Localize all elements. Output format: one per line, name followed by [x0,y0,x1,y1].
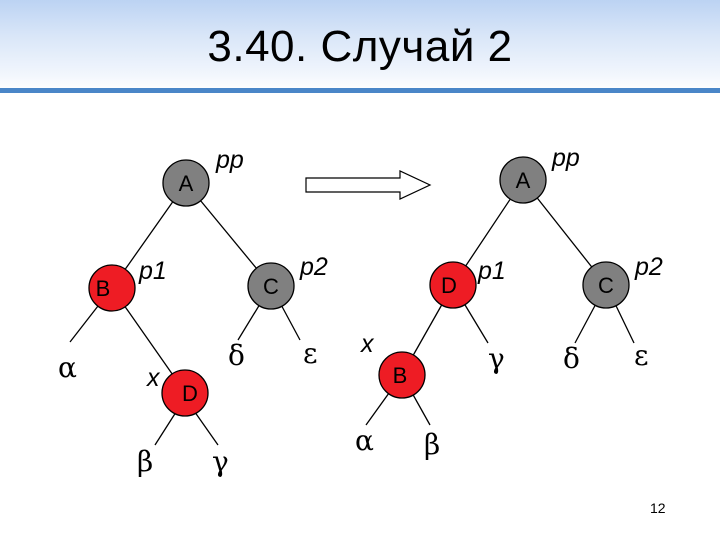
left-subtree-gamma: γ [212,445,229,478]
right-subtree-delta: δ [563,342,580,375]
left-pointer-pp: pp [215,146,244,174]
page-number: 12 [650,500,666,516]
left-node-a-label: A [179,171,194,196]
right-subtree-epsilon: ε [634,339,649,372]
right-node-c: C [582,261,630,309]
right-subtree-beta: β [424,428,440,461]
left-node-c: C [247,262,295,310]
right-pointer-x: x [360,330,375,358]
right-subtree-alpha: α [355,424,374,457]
left-node-d-label: D [182,381,198,406]
header-divider [0,88,720,93]
right-subtree-gamma: γ [488,342,505,375]
right-pointer-p2: p2 [634,253,663,281]
left-subtree-alpha: α [58,351,77,384]
right-pointer-p1: p1 [477,257,506,285]
left-node-b-label: B [96,276,111,301]
right-node-c-label: C [598,273,614,298]
right-node-b-label: B [393,363,408,388]
right-node-a-label: A [516,168,531,193]
left-node-d: D [161,369,209,417]
right-node-b: B [378,351,426,399]
right-pointer-pp: pp [551,144,580,172]
left-subtree-epsilon: ε [303,337,318,370]
left-subtree-beta: β [137,445,153,478]
slide-title: 3.40. Случай 2 [207,22,513,71]
right-node-d: D [429,261,477,309]
right-tree: A D C B pp p1 p2 x α β γ δ ε [355,144,663,461]
right-node-d-label: D [441,273,457,298]
left-subtree-delta: δ [228,339,245,372]
right-arrow-icon [305,170,432,200]
left-node-b: B [88,264,136,312]
slide-header [0,0,720,90]
left-node-c-label: C [263,274,279,299]
left-tree: A B C D pp p1 p2 x α β γ δ ε [58,146,328,478]
left-node-a: A [162,159,210,207]
right-node-a: A [499,156,547,204]
left-pointer-p2: p2 [299,253,328,281]
left-pointer-x: x [146,364,161,392]
left-pointer-p1: p1 [138,257,167,285]
